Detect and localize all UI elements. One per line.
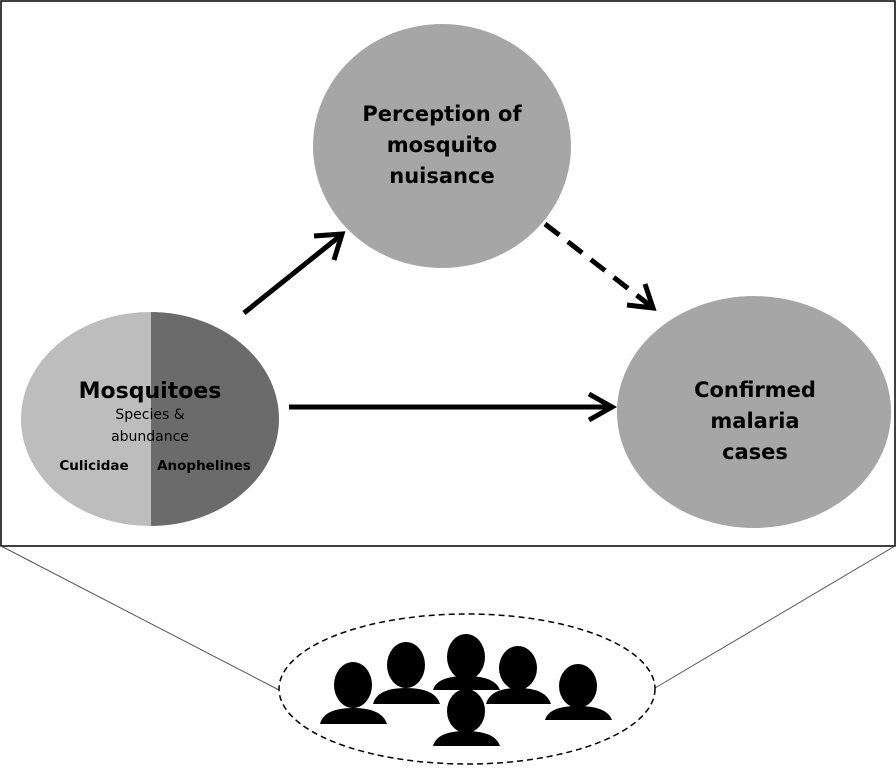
person-icon <box>433 689 500 746</box>
perception-title: Perception of mosquito nuisance <box>362 102 522 188</box>
person-icon <box>320 662 387 724</box>
arrow-mosquitoes-to-perception <box>242 234 342 315</box>
mosquitoes-subtitle-line1: Species & <box>115 407 185 423</box>
arrowhead-malaria <box>587 391 618 423</box>
arrowhead-malaria-dashed <box>626 283 657 311</box>
culicidae-label: Culicidae <box>59 458 129 474</box>
malaria-title: Confirmed malaria cases <box>694 378 816 464</box>
person-icon <box>545 664 612 720</box>
arrow-perception-to-malaria-dashed <box>543 222 654 309</box>
funnel-line-left <box>0 545 280 691</box>
malaria-node <box>617 296 891 528</box>
perception-node <box>313 24 571 268</box>
group-of-people-icon <box>320 634 612 746</box>
mosquitoes-subtitle-line2: abundance <box>111 429 189 445</box>
arrowhead-perception <box>313 231 346 261</box>
mosquitoes-title: Mosquitoes <box>78 379 222 404</box>
anophelines-label: Anophelines <box>157 458 251 474</box>
person-icon <box>433 634 500 690</box>
funnel-line-right <box>654 545 896 689</box>
person-icon <box>486 646 551 704</box>
person-icon <box>373 642 440 704</box>
